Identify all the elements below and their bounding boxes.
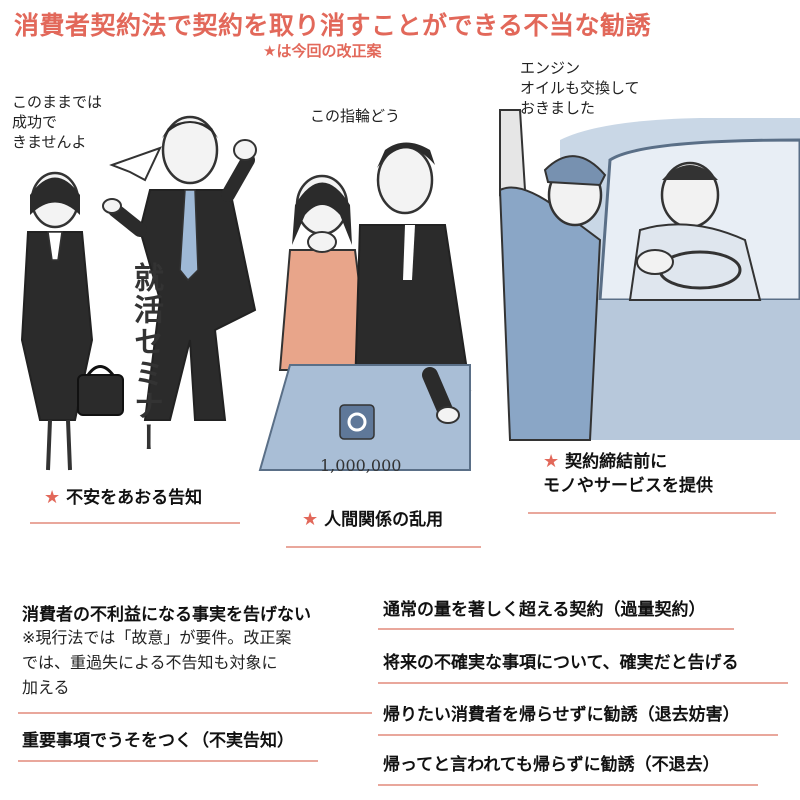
speech-bubble-left: このままでは 成功で きませんよ [12, 93, 103, 151]
page-title: 消費者契約法で契約を取り消すことができる不当な勧誘 [14, 11, 652, 40]
star-icon: ★ [302, 509, 319, 530]
illustration [20, 109, 800, 471]
list-item: 重要事項でうそをつく（不実告知） [22, 731, 294, 751]
car-illustration [560, 118, 800, 440]
list-note: ※現行法では「故意」が要件。改正案 では、重過失による不告知も対象に 加える [22, 628, 292, 697]
divider [30, 522, 240, 524]
subtitle-text: は今回の改正案 [276, 42, 382, 60]
seminar-label: 就活セミナー [128, 262, 163, 454]
list-item: 消費者の不利益になる事実を告げない [22, 605, 311, 625]
star-icon: ★ [263, 42, 277, 60]
subtitle: ★は今回の改正案 [263, 40, 381, 61]
list-item: 帰ってと言われても帰らずに勧誘（不退去） [383, 755, 720, 775]
woman-suit-illustration [20, 171, 124, 471]
speech-bubble-middle: この指輪どう [310, 107, 401, 125]
list-item: 帰りたい消費者を帰らせずに勧誘（退去妨害） [383, 705, 740, 725]
man-pointing-illustration [102, 115, 257, 421]
divider [18, 760, 318, 762]
divider [286, 546, 481, 548]
mechanic-illustration [498, 109, 674, 441]
divider [528, 512, 776, 514]
divider [18, 712, 372, 714]
star-icon: ★ [543, 451, 560, 472]
caption-relationship: ★人間関係の乱用 [302, 509, 444, 530]
caption-anxiety: ★不安をあおる告知 [44, 487, 203, 508]
divider [378, 734, 778, 736]
star-icon: ★ [44, 487, 61, 508]
ring-case-illustration [258, 364, 471, 471]
ring-price: 1,000,000 [320, 456, 402, 475]
speech-bubble-right: エンジン オイルも交換して おきました [520, 59, 640, 117]
divider [378, 682, 788, 684]
caption-prior-service: ★契約締結前に モノやサービスを提供 [543, 451, 713, 496]
list-item: 通常の量を著しく超える契約（過量契約） [383, 600, 706, 620]
divider [378, 628, 734, 630]
man-ring-illustration [353, 142, 472, 391]
divider [378, 784, 758, 786]
list-item: 将来の不確実な事項について、確実だと告げる [383, 653, 739, 673]
woman-pink-illustration [278, 174, 372, 371]
